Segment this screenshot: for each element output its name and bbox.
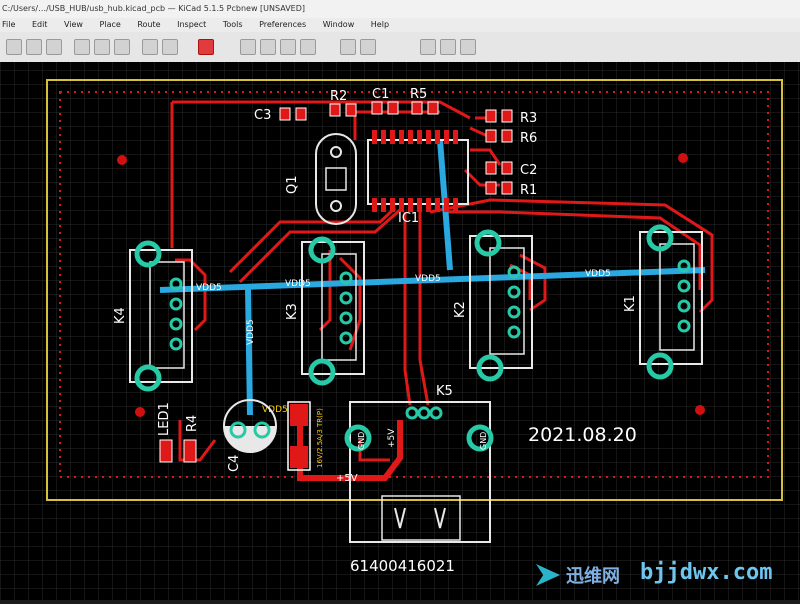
mounting-hole (678, 153, 688, 163)
date-silkscreen: 2021.08.20 (528, 424, 637, 446)
k5-reference: K5 (436, 384, 453, 399)
netlist-icon[interactable] (420, 39, 436, 55)
net-label-gnd: GND (479, 432, 488, 450)
board-outline (46, 79, 783, 501)
part-number-silkscreen: 61400416021 (350, 557, 455, 575)
led1-footprint[interactable] (159, 439, 197, 463)
menu-tools[interactable]: Tools (222, 20, 243, 29)
grid-background (0, 62, 800, 600)
flip-icon[interactable] (360, 39, 376, 55)
menu-route[interactable]: Route (137, 20, 161, 29)
net-label-plus5v: +5V (387, 428, 397, 448)
new-board-icon[interactable] (6, 39, 22, 55)
menu-bar: File Edit View Place Route Inspect Tools… (0, 18, 800, 32)
redo-icon[interactable] (162, 39, 178, 55)
led1-reference: LED1 (157, 402, 172, 436)
pcb-canvas[interactable]: VDD5 VDD5 VDD5 VDD5 VDD5 VDD5 IC1 (0, 62, 800, 600)
menu-window[interactable]: Window (322, 20, 355, 29)
watermark-en: bjjdwx.com (640, 560, 773, 585)
mounting-hole (695, 405, 705, 415)
c3-reference: C3 (254, 108, 271, 123)
3d-viewer-icon[interactable] (460, 39, 476, 55)
smd-pads-top[interactable] (279, 101, 513, 195)
net-label-vdd5: VDD5 (415, 274, 441, 284)
window-title-bar: C:/Users/…/USB_HUB/usb_hub.kicad_pcb — K… (0, 0, 800, 18)
net-label-vdd5: VDD5 (262, 405, 288, 415)
print-icon[interactable] (94, 39, 110, 55)
k2-reference: K2 (453, 301, 468, 318)
net-label-plus5v: +5V (336, 473, 358, 484)
net-label-vdd5: VDD5 (196, 283, 222, 293)
k2-footprint[interactable] (469, 229, 533, 382)
watermark-cn: 迅维网 (566, 566, 620, 587)
menu-place[interactable]: Place (99, 20, 121, 29)
r6-reference: R6 (520, 131, 537, 146)
open-file-icon[interactable] (26, 39, 42, 55)
net-label-vdd5: VDD5 (285, 279, 311, 289)
menu-help[interactable]: Help (370, 20, 390, 29)
diode-value: 16V/2.5A/3 TR(P) (316, 408, 324, 468)
rotate-icon[interactable] (340, 39, 356, 55)
zoom-fit-icon[interactable] (280, 39, 296, 55)
net-label-vdd5: VDD5 (585, 269, 611, 279)
r5-reference: R5 (410, 87, 427, 102)
net-label-gnd: GND (357, 432, 366, 450)
save-icon[interactable] (46, 39, 62, 55)
q1-footprint[interactable] (315, 133, 357, 225)
ic1-footprint[interactable] (367, 130, 469, 212)
zoom-selection-icon[interactable] (300, 39, 316, 55)
mounting-hole (135, 407, 145, 417)
watermark-logo-icon (536, 564, 560, 586)
k3-footprint[interactable] (301, 236, 365, 386)
k5-footprint[interactable] (344, 401, 494, 543)
zoom-out-icon[interactable] (260, 39, 276, 55)
k4-reference: K4 (113, 307, 128, 324)
r3-reference: R3 (520, 111, 537, 126)
page-settings-icon[interactable] (74, 39, 90, 55)
q1-reference: Q1 (285, 175, 300, 194)
k4-footprint[interactable] (129, 240, 193, 392)
main-toolbar (0, 32, 800, 63)
diode-footprint[interactable] (287, 401, 311, 471)
net-label-vdd5: VDD5 (246, 319, 256, 345)
r2-reference: R2 (330, 89, 347, 104)
k1-footprint[interactable] (639, 224, 703, 380)
k1-reference: K1 (623, 295, 638, 312)
plot-icon[interactable] (114, 39, 130, 55)
menu-edit[interactable]: Edit (31, 20, 48, 29)
c4-reference: C4 (227, 455, 242, 472)
watermark: 迅维网 bjjdwx.com (530, 556, 800, 600)
footprint-editor-icon[interactable] (440, 39, 456, 55)
r4-reference: R4 (185, 415, 200, 432)
menu-inspect[interactable]: Inspect (177, 20, 207, 29)
menu-view[interactable]: View (63, 20, 83, 29)
zoom-in-icon[interactable] (240, 39, 256, 55)
undo-icon[interactable] (142, 39, 158, 55)
r1-reference: R1 (520, 183, 537, 198)
c4-footprint[interactable] (223, 399, 277, 453)
menu-preferences[interactable]: Preferences (259, 20, 307, 29)
menu-file[interactable]: File (2, 20, 16, 29)
k3-reference: K3 (285, 303, 300, 320)
drc-icon[interactable] (198, 39, 214, 55)
mounting-hole (117, 155, 127, 165)
c1-reference: C1 (372, 87, 389, 102)
c2-reference: C2 (520, 163, 537, 178)
ic1-reference: IC1 (398, 211, 419, 226)
